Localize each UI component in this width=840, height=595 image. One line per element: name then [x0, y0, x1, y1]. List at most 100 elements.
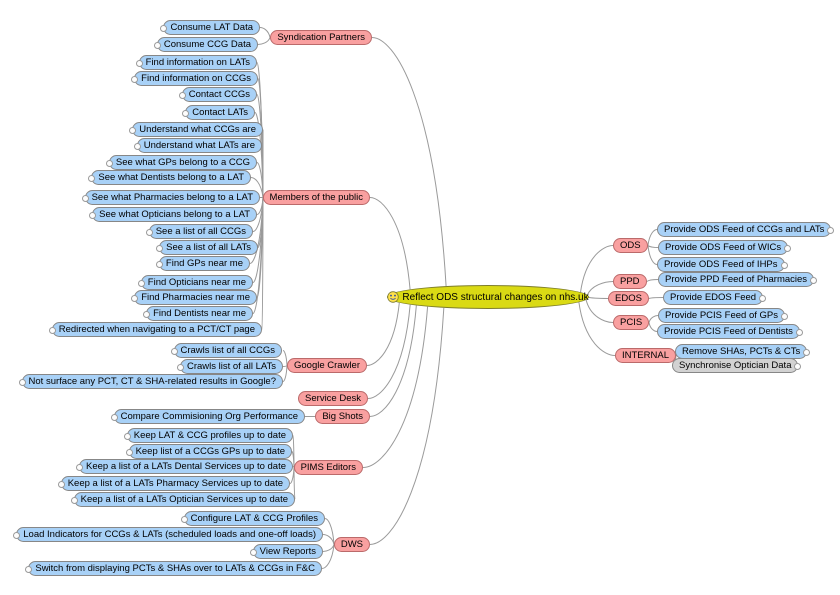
leaf-understand-what-ccgs-are[interactable]: Understand what CCGs are: [129, 122, 263, 137]
fold-handle-icon[interactable]: [145, 229, 153, 236]
leaf-consume-ccg-data[interactable]: Consume CCG Data: [153, 37, 258, 52]
root-node[interactable]: Reflect ODS structural changes on nhs.uk: [387, 285, 589, 309]
branch-edos[interactable]: EDOS: [608, 291, 649, 306]
leaf-synchronise-optician-data[interactable]: Synchronise Optician Data: [672, 358, 802, 373]
leaf-see-a-list-of-all-ccgs[interactable]: See a list of all CCGs: [145, 224, 253, 239]
leaf-find-information-on-lats[interactable]: Find information on LATs: [135, 55, 257, 70]
leaf-provide-ods-feed-of-wics[interactable]: Provide ODS Feed of WICs: [658, 240, 792, 255]
leaf-switch-from-displaying-pcts-shas-over-to-l[interactable]: Switch from displaying PCTs & SHAs over …: [25, 561, 322, 576]
fold-handle-icon[interactable]: [759, 295, 767, 302]
fold-handle-icon[interactable]: [781, 313, 788, 320]
leaf-not-surface-any-pct-ct-sha-related-results[interactable]: Not surface any PCT, CT & SHA-related re…: [18, 374, 283, 389]
leaf-contact-ccgs[interactable]: Contact CCGs: [178, 87, 257, 102]
fold-handle-icon[interactable]: [18, 379, 26, 386]
leaf-find-opticians-near-me[interactable]: Find Opticians near me: [137, 275, 253, 290]
leaf-keep-a-list-of-a-lats-optician-services-up[interactable]: Keep a list of a LATs Optician Services …: [70, 492, 295, 507]
fold-handle-icon[interactable]: [76, 464, 84, 471]
fold-handle-icon[interactable]: [25, 566, 33, 573]
branch-pcis[interactable]: PCIS: [613, 315, 650, 330]
fold-handle-icon[interactable]: [803, 349, 811, 356]
branch-pims-editors[interactable]: PIMS Editors: [293, 460, 363, 475]
fold-handle-icon[interactable]: [176, 364, 184, 371]
fold-handle-icon[interactable]: [105, 160, 113, 167]
fold-handle-icon[interactable]: [795, 329, 803, 336]
leaf-see-what-pharmacies-belong-to-a-lat[interactable]: See what Pharmacies belong to a LAT: [81, 190, 260, 205]
fold-handle-icon[interactable]: [143, 311, 151, 318]
leaf-crawls-list-of-all-ccgs[interactable]: Crawls list of all CCGs: [170, 343, 282, 358]
fold-handle-icon[interactable]: [110, 414, 118, 421]
fold-handle-icon[interactable]: [131, 295, 139, 302]
node-label: See a list of all LATs: [166, 242, 251, 253]
leaf-crawls-list-of-all-lats[interactable]: Crawls list of all LATs: [176, 359, 283, 374]
fold-handle-icon[interactable]: [155, 261, 163, 268]
fold-handle-icon[interactable]: [125, 449, 133, 456]
leaf-keep-lat-ccg-profiles-up-to-date[interactable]: Keep LAT & CCG profiles up to date: [123, 428, 293, 443]
fold-handle-icon[interactable]: [48, 327, 56, 334]
fold-handle-icon[interactable]: [137, 280, 145, 287]
leaf-provide-ods-feed-of-ihps[interactable]: Provide ODS Feed of IHPs: [657, 257, 788, 272]
branch-syndication-partners[interactable]: Syndication Partners: [270, 30, 372, 45]
fold-handle-icon[interactable]: [57, 481, 65, 488]
leaf-provide-edos-feed[interactable]: Provide EDOS Feed: [663, 290, 767, 305]
fold-handle-icon[interactable]: [70, 497, 78, 504]
fold-handle-icon[interactable]: [810, 277, 818, 284]
fold-handle-icon[interactable]: [135, 60, 143, 67]
node-label: Keep a list of a LATs Optician Services …: [80, 494, 288, 505]
fold-handle-icon[interactable]: [182, 110, 190, 117]
fold-handle-icon[interactable]: [123, 433, 131, 440]
leaf-see-a-list-of-all-lats[interactable]: See a list of all LATs: [156, 240, 258, 255]
fold-handle-icon[interactable]: [160, 25, 168, 32]
leaf-keep-a-list-of-a-lats-pharmacy-services-up[interactable]: Keep a list of a LATs Pharmacy Services …: [57, 476, 290, 491]
fold-handle-icon[interactable]: [131, 76, 139, 83]
leaf-see-what-gps-belong-to-a-ccg[interactable]: See what GPs belong to a CCG: [105, 155, 257, 170]
fold-handle-icon[interactable]: [133, 143, 141, 150]
leaf-load-indicators-for-ccgs-lats-scheduled-lo[interactable]: Load Indicators for CCGs & LATs (schedul…: [13, 527, 323, 542]
leaf-provide-ods-feed-of-ccgs-and-lats[interactable]: Provide ODS Feed of CCGs and LATs: [657, 222, 835, 237]
branch-ppd[interactable]: PPD: [613, 274, 647, 289]
leaf-view-reports[interactable]: View Reports: [249, 544, 323, 559]
fold-handle-icon[interactable]: [249, 549, 257, 556]
fold-handle-icon[interactable]: [153, 42, 161, 49]
branch-members-of-the-public[interactable]: Members of the public: [262, 190, 370, 205]
fold-handle-icon[interactable]: [178, 92, 186, 99]
leaf-consume-lat-data[interactable]: Consume LAT Data: [160, 20, 260, 35]
leaf-provide-pcis-feed-of-dentists[interactable]: Provide PCIS Feed of Dentists: [657, 324, 803, 339]
leaf-provide-ppd-feed-of-pharmacies[interactable]: Provide PPD Feed of Pharmacies: [658, 272, 818, 287]
branch-internal[interactable]: INTERNAL: [615, 348, 676, 363]
fold-handle-icon[interactable]: [794, 363, 802, 370]
fold-handle-icon[interactable]: [170, 348, 178, 355]
fold-handle-icon[interactable]: [827, 227, 835, 234]
leaf-contact-lats[interactable]: Contact LATs: [182, 105, 255, 120]
leaf-find-pharmacies-near-me[interactable]: Find Pharmacies near me: [131, 290, 257, 305]
branch-service-desk[interactable]: Service Desk: [298, 391, 368, 406]
leaf-remove-shas-pcts-cts[interactable]: Remove SHAs, PCTs & CTs: [675, 344, 811, 359]
fold-handle-icon[interactable]: [89, 212, 97, 219]
node-label: Understand what LATs are: [143, 140, 255, 151]
fold-handle-icon[interactable]: [88, 175, 96, 182]
fold-handle-icon[interactable]: [780, 262, 788, 269]
leaf-find-dentists-near-me[interactable]: Find Dentists near me: [143, 306, 253, 321]
branch-dws[interactable]: DWS: [333, 537, 370, 552]
branch-google-crawler[interactable]: Google Crawler: [287, 358, 367, 373]
leaf-keep-list-of-a-ccgs-gps-up-to-date[interactable]: Keep list of a CCGs GPs up to date: [125, 444, 292, 459]
leaf-find-gps-near-me[interactable]: Find GPs near me: [155, 256, 250, 271]
leaf-keep-a-list-of-a-lats-dental-services-up-t[interactable]: Keep a list of a LATs Dental Services up…: [76, 459, 293, 474]
leaf-compare-commisioning-org-performance[interactable]: Compare Commisioning Org Performance: [110, 409, 305, 424]
fold-handle-icon[interactable]: [784, 245, 792, 252]
fold-handle-icon[interactable]: [13, 532, 21, 539]
leaf-see-what-dentists-belong-to-a-lat[interactable]: See what Dentists belong to a LAT: [88, 170, 251, 185]
leaf-redirected-when-navigating-to-a-pct-ct-pag[interactable]: Redirected when navigating to a PCT/CT p…: [48, 322, 262, 337]
leaf-find-information-on-ccgs[interactable]: Find information on CCGs: [131, 71, 258, 86]
fold-handle-icon[interactable]: [129, 127, 137, 134]
branch-ods[interactable]: ODS: [613, 238, 648, 253]
leaf-provide-pcis-feed-of-gps[interactable]: Provide PCIS Feed of GPs: [658, 308, 788, 323]
branch-big-shots[interactable]: Big Shots: [315, 409, 370, 424]
node-label: Find information on LATs: [145, 57, 250, 68]
fold-handle-icon[interactable]: [81, 195, 89, 202]
leaf-see-what-opticians-belong-to-a-lat[interactable]: See what Opticians belong to a LAT: [89, 207, 257, 222]
fold-handle-icon[interactable]: [180, 516, 188, 523]
leaf-understand-what-lats-are[interactable]: Understand what LATs are: [133, 138, 262, 153]
node-label: PCIS: [620, 317, 643, 328]
leaf-configure-lat-ccg-profiles[interactable]: Configure LAT & CCG Profiles: [180, 511, 325, 526]
fold-handle-icon[interactable]: [156, 245, 164, 252]
